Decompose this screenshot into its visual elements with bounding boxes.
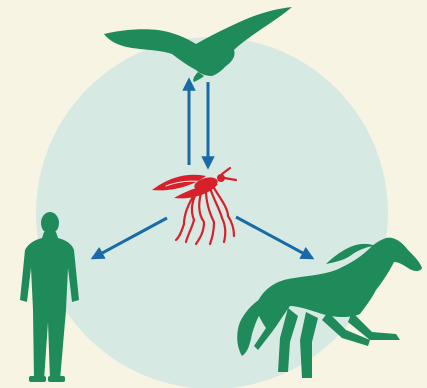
background-circle (36, 37, 388, 388)
